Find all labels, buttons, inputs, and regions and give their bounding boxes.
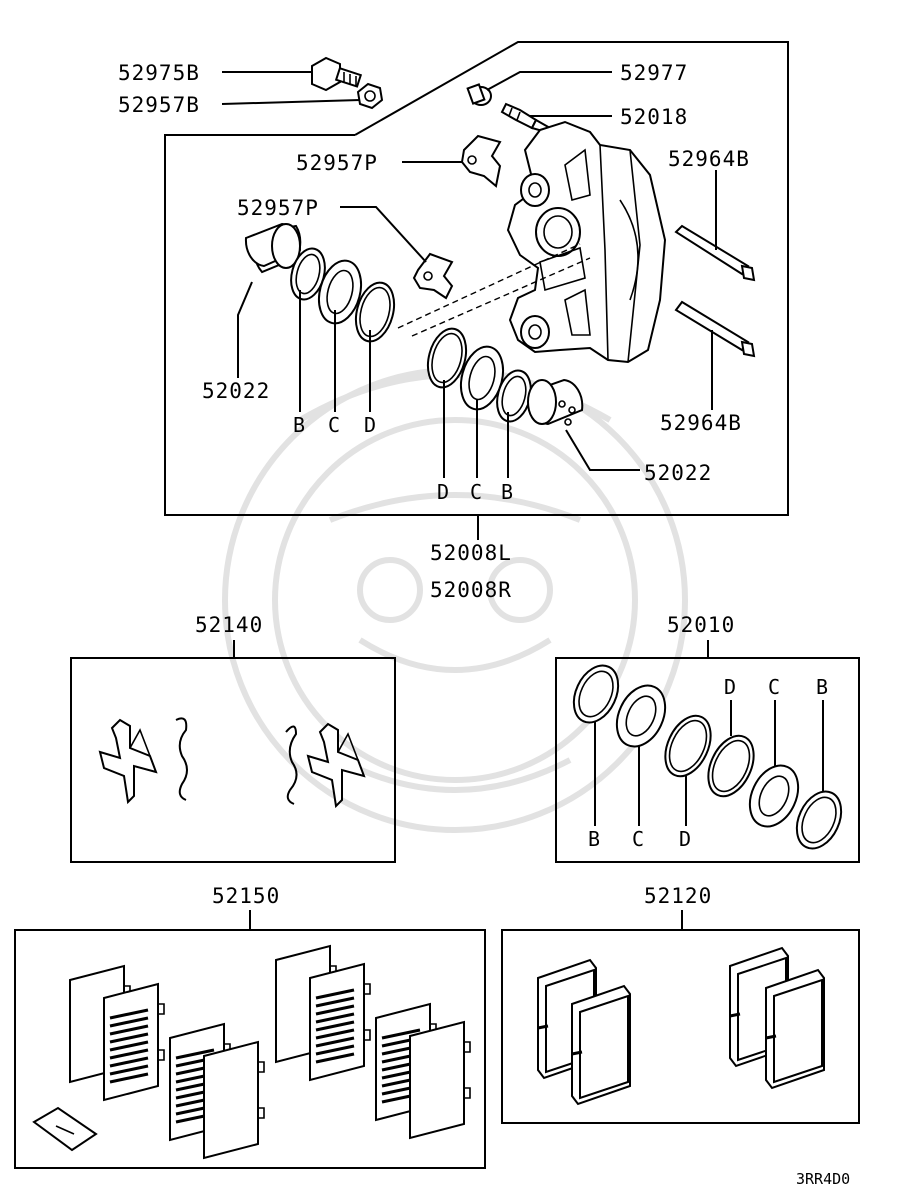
seal-letter-right-b: B — [501, 480, 513, 504]
seal-letter-left-b: B — [293, 413, 305, 437]
seal-letter-right-c: C — [470, 480, 482, 504]
seal-letter-left-d: D — [364, 413, 376, 437]
shim-plate-2b — [203, 1040, 265, 1160]
guide-pin-upper — [674, 224, 756, 282]
label-bleeder-screw: 52018 — [620, 105, 688, 129]
shim-plates — [69, 944, 471, 1160]
brake-pad-1b — [571, 984, 631, 1106]
label-pin-upper: 52964B — [668, 147, 750, 171]
kit-letter-top-c: C — [768, 675, 780, 699]
kit-letter-top-b: B — [816, 675, 828, 699]
kit-seal-d-1 — [664, 714, 712, 778]
label-bolt: 52975B — [118, 61, 200, 85]
brake-pads — [537, 946, 825, 1106]
label-pin-lower: 52964B — [660, 411, 742, 435]
brake-pad-2b — [765, 968, 825, 1090]
bleeder-screw — [500, 102, 552, 134]
label-bleeder-cap: 52977 — [620, 61, 688, 85]
kit-seal-b-2 — [795, 790, 843, 850]
lower-pad-clip — [412, 252, 454, 300]
label-assembly-left: 52008L — [430, 541, 512, 565]
label-piston-right: 52022 — [644, 461, 712, 485]
label-piston-left: 52022 — [202, 379, 270, 403]
anti-rattle-spring-right — [285, 725, 298, 805]
kit-letter-bottom-b: B — [588, 827, 600, 851]
piston-left — [244, 222, 302, 274]
caliper-nut — [356, 82, 384, 110]
drawing-code: 3RR4D0 — [796, 1170, 850, 1187]
caliper-assembly-frame — [164, 41, 789, 516]
label-assembly-right: 52008R — [430, 578, 512, 602]
seal-letter-right-d: D — [437, 480, 449, 504]
kit-letter-bottom-c: C — [632, 827, 644, 851]
caliper-bolt — [311, 56, 363, 92]
label-upper-clip: 52957P — [296, 151, 378, 175]
label-pad-kit: 52120 — [644, 884, 712, 908]
grease-packet — [32, 1106, 98, 1152]
upper-pad-clip — [460, 134, 502, 188]
label-lower-clip: 52957P — [237, 196, 319, 220]
shim-plate-1b — [103, 982, 165, 1102]
guide-pin-lower — [674, 300, 756, 358]
kit-seal-b-1 — [572, 664, 620, 724]
label-seal-kit: 52010 — [667, 613, 735, 637]
seal-kit-frame — [555, 657, 860, 863]
caliper-body — [506, 120, 667, 364]
anti-rattle-spring-left — [175, 717, 188, 801]
seal-letter-left-c: C — [328, 413, 340, 437]
label-spring-kit: 52140 — [195, 613, 263, 637]
shim-plate-3b — [309, 962, 371, 1082]
label-shim-kit: 52150 — [212, 884, 280, 908]
pad-kit-frame — [501, 929, 860, 1124]
spring-kit-frame — [70, 657, 396, 863]
pad-spring-right — [306, 722, 366, 809]
label-nut: 52957B — [118, 93, 200, 117]
bleeder-cap — [466, 83, 492, 106]
shim-kit-frame — [14, 929, 486, 1169]
pad-spring-left — [98, 718, 158, 805]
shim-plate-4b — [409, 1020, 471, 1140]
kit-letter-bottom-d: D — [679, 827, 691, 851]
kit-letter-top-d: D — [724, 675, 736, 699]
piston-right — [527, 378, 584, 426]
kit-seal-d-2 — [707, 734, 755, 798]
